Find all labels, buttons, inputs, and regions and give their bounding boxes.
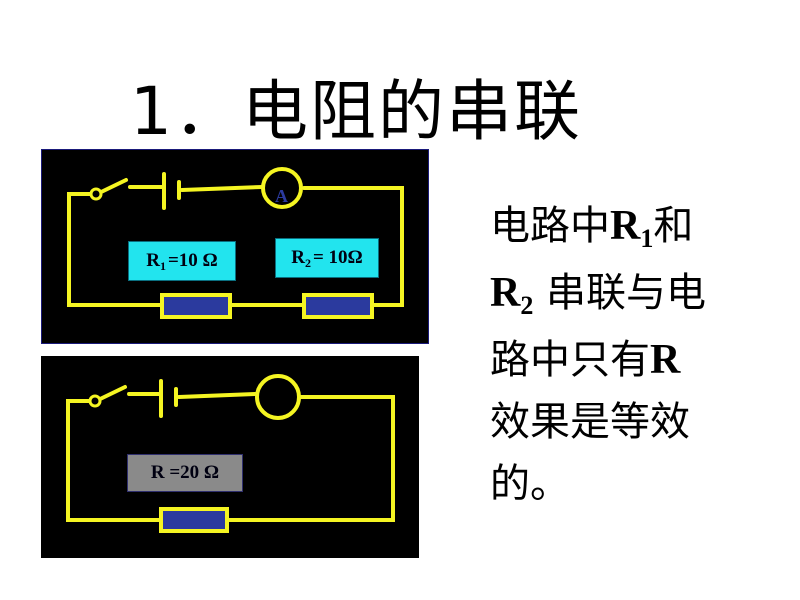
description-line-4: 效果是等效 xyxy=(490,399,690,445)
wire-battery-meter xyxy=(177,392,257,399)
meter-circle xyxy=(255,374,301,420)
wire-right xyxy=(225,395,395,522)
r2-name: R xyxy=(291,247,305,268)
equivalent-circuit-diagram: R =20 Ω xyxy=(41,356,419,558)
switch-pivot xyxy=(88,394,102,408)
r2-subscript: 2 xyxy=(304,255,311,270)
equivalent-circuit-wiring xyxy=(66,374,395,533)
resistor-r xyxy=(159,507,229,533)
r1-subscript: 1 xyxy=(159,258,166,273)
ammeter-circle xyxy=(261,167,303,209)
description-line-1: 电路中R1和 xyxy=(490,203,694,253)
wire-left xyxy=(67,192,164,307)
switch-pivot xyxy=(89,187,103,201)
wire-battery-ammeter xyxy=(180,185,264,192)
page-title: 1．电阻的串联 xyxy=(130,73,582,150)
description-line-2: R2 串联与电 xyxy=(490,270,707,320)
wire-right xyxy=(302,186,404,307)
r1-value: =10 Ω xyxy=(167,250,218,271)
wire-left xyxy=(66,399,163,522)
series-circuit-wiring: A xyxy=(67,167,404,319)
r1-name: R xyxy=(146,250,160,271)
resistor-r2 xyxy=(302,293,374,319)
description-line-3: 路中只有R xyxy=(490,337,681,383)
description-text: 电路中R1和 R2 串联与电 路中只有R 效果是等效 的。 xyxy=(490,195,770,515)
resistor-r1 xyxy=(160,293,232,319)
ammeter-label: A xyxy=(275,186,288,206)
r2-value: = 10Ω xyxy=(312,247,363,268)
description-line-5: 的。 xyxy=(490,461,570,507)
r-value-label: R =20 Ω xyxy=(127,454,243,492)
